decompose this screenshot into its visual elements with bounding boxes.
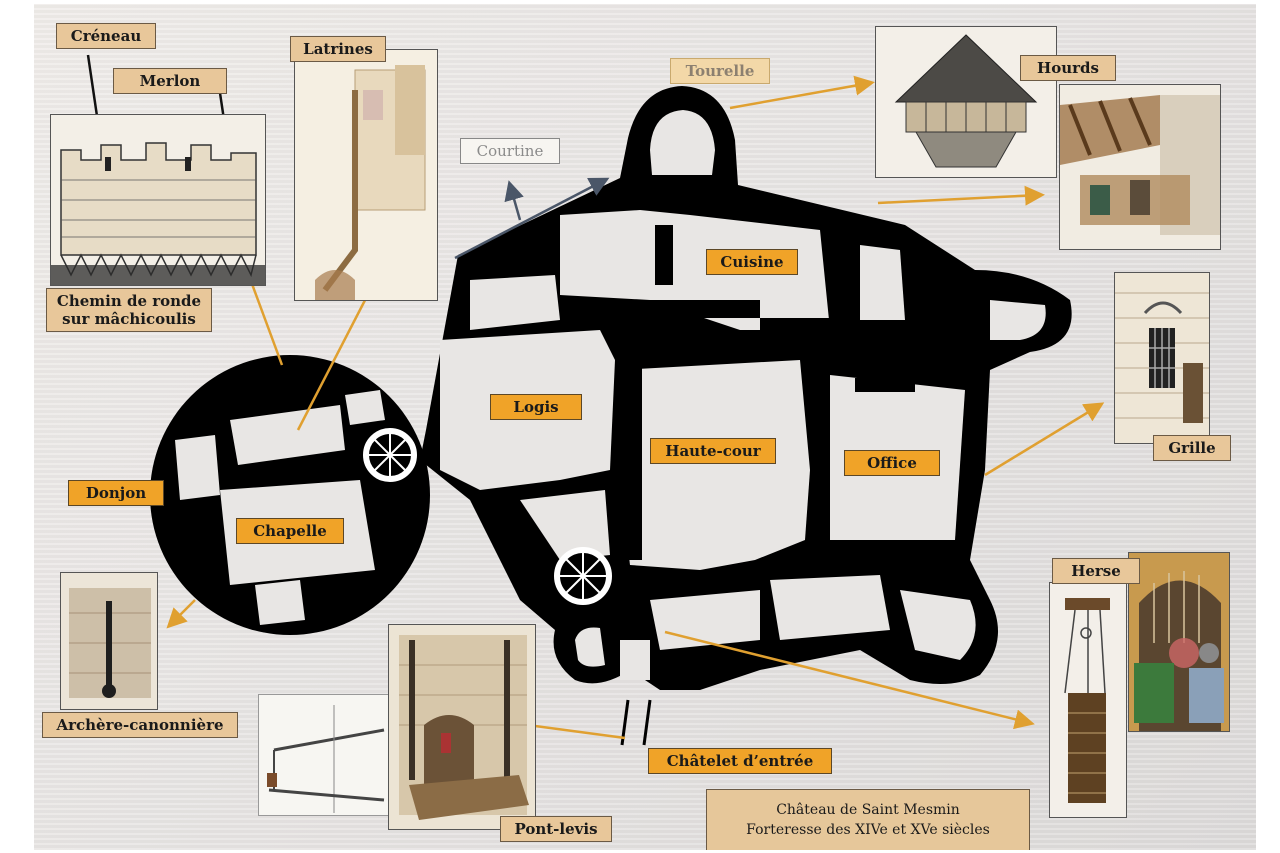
spiral-staircase-icon <box>363 428 417 482</box>
room-cuisine <box>560 210 830 330</box>
caption-title: Château de Saint Mesmin <box>776 802 960 818</box>
caption-subtitle: Forteresse des XIVe et XVe siècles <box>746 822 990 839</box>
hourds-illustration <box>1059 84 1221 250</box>
castle-floor-plan <box>150 86 1072 746</box>
grille-illustration <box>1114 272 1210 444</box>
room-tourelle <box>650 110 715 175</box>
room-west <box>520 490 610 560</box>
label-haute-cour: Haute-cour <box>650 438 776 464</box>
label-latrines: Latrines <box>290 36 386 62</box>
label-cuisine: Cuisine <box>706 249 798 275</box>
label-archere-canonniere: Archère-canonnière <box>42 712 238 738</box>
signboard: Créneau Merlon Chemin de ronde sur mâchi… <box>34 4 1256 850</box>
label-hourds: Hourds <box>1020 55 1116 81</box>
herse-illustration <box>1049 582 1127 818</box>
latrines-illustration <box>294 49 438 301</box>
pont-levis-gate-illustration <box>388 624 536 830</box>
label-courtine: Courtine <box>460 138 560 164</box>
room-east-1 <box>860 245 905 320</box>
label-creneau: Créneau <box>56 23 156 49</box>
pointer-arrows <box>86 54 1105 740</box>
room-donjon-top <box>230 405 345 465</box>
label-donjon: Donjon <box>68 480 164 506</box>
archere-illustration <box>60 572 158 710</box>
room-southeast <box>900 590 976 660</box>
room-east-tower <box>990 300 1046 340</box>
tower-illustration <box>50 114 266 286</box>
room-gate-right <box>620 640 650 680</box>
room-south-2 <box>770 575 890 640</box>
spiral-staircase-icon <box>554 547 612 605</box>
room-donjon-left <box>175 435 220 500</box>
pont-levis-mechanism-illustration <box>258 694 392 816</box>
herse-scene-illustration <box>1128 552 1230 732</box>
label-grille: Grille <box>1153 435 1231 461</box>
label-tourelle: Tourelle <box>670 58 770 84</box>
label-office: Office <box>844 450 940 476</box>
room-north-left <box>470 275 560 330</box>
room-donjon-bottom <box>255 580 305 625</box>
tourelle-illustration <box>875 26 1057 178</box>
label-logis: Logis <box>490 394 582 420</box>
room-donjon-right <box>345 390 385 425</box>
label-pont-levis: Pont-levis <box>500 816 612 842</box>
label-chatelet-entree: Châtelet d’entrée <box>648 748 832 774</box>
caption-box: Château de Saint Mesmin Forteresse des X… <box>706 789 1030 850</box>
label-herse: Herse <box>1052 558 1140 584</box>
label-chapelle: Chapelle <box>236 518 344 544</box>
label-chemin-de-ronde: Chemin de ronde sur mâchicoulis <box>46 288 212 332</box>
room-haute-cour <box>620 360 810 570</box>
room-gate-left <box>575 627 605 667</box>
label-merlon: Merlon <box>113 68 227 94</box>
